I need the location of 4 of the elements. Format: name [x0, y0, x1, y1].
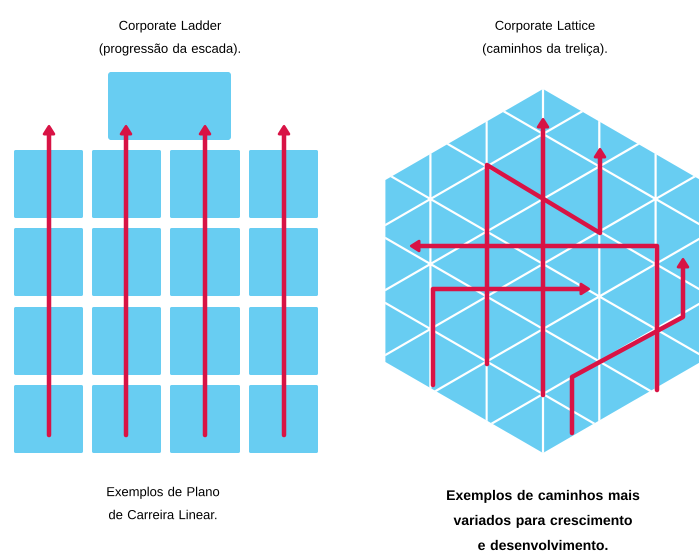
- caption-text: Corporate Ladder (progressão da escada).: [100, 20, 240, 56]
- caption-text: Exemplos de Plano de Carreira Linear.: [107, 486, 220, 520]
- caption-text: Corporate Lattice (caminhos da treliça).: [482, 20, 607, 56]
- caption-text: Exemplos de caminhos mais variados para crescimento e desenvolvimento.: [447, 490, 640, 550]
